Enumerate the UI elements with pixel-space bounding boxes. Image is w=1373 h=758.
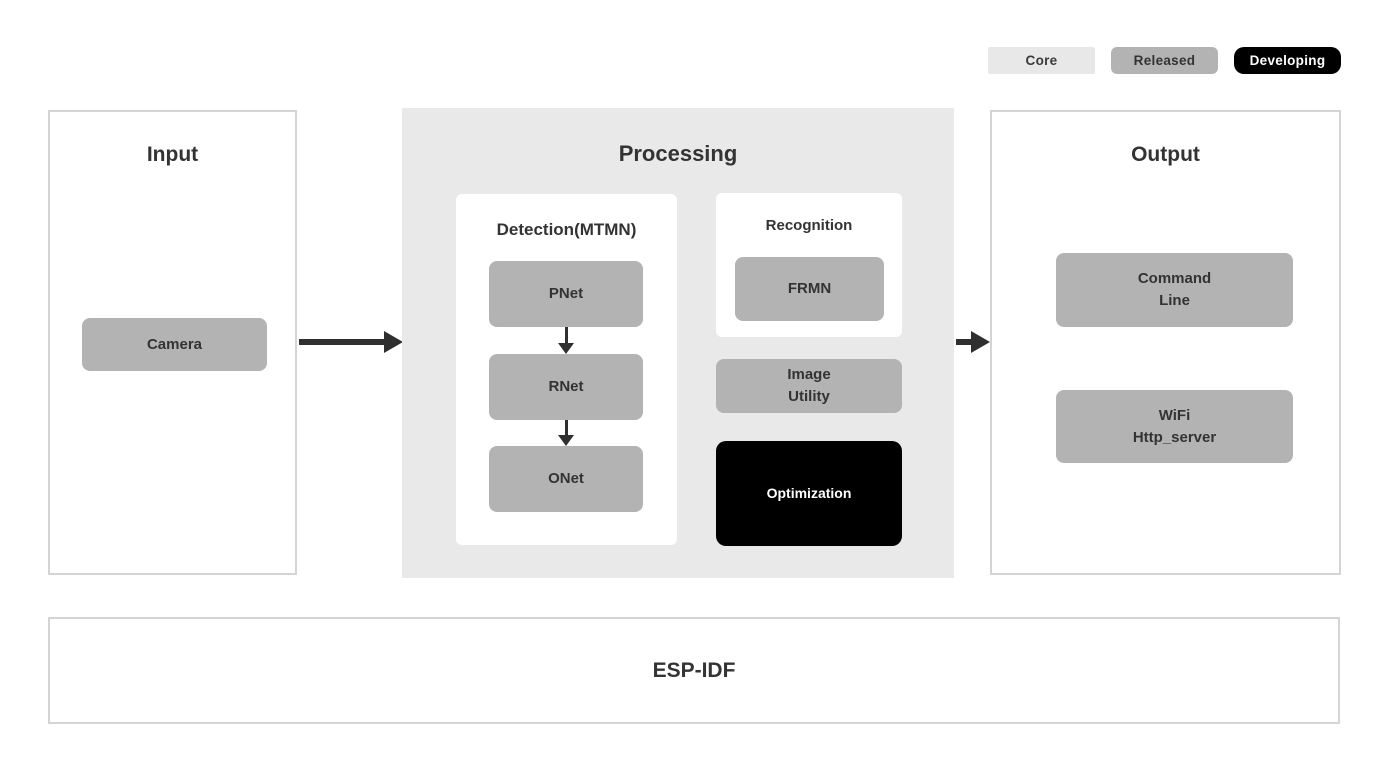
- camera-node-label: Camera: [146, 335, 203, 353]
- command-line-label-line1: Command: [1137, 270, 1212, 288]
- wifi-label-line2: Http_server: [1132, 428, 1217, 446]
- image-utility-node: Image Utility: [716, 359, 902, 413]
- input-panel: Input Camera: [48, 110, 297, 575]
- arrow-shaft: [564, 420, 568, 436]
- recognition-group-title: Recognition: [765, 217, 853, 234]
- arrow-rnet-to-onet-icon: [558, 420, 574, 446]
- output-panel: Output Command Line WiFi Http_server: [990, 110, 1341, 575]
- rnet-node: RNet: [489, 354, 643, 420]
- wifi-label-line1: WiFi: [1158, 406, 1191, 424]
- arrow-head: [384, 331, 403, 353]
- arrow-shaft: [299, 339, 385, 345]
- output-panel-title: Output: [1131, 143, 1200, 166]
- arrow-shaft: [956, 339, 973, 345]
- arrow-shaft: [564, 327, 568, 344]
- frmn-node-label: FRMN: [787, 280, 832, 298]
- legend-developing-chip: Developing: [1234, 47, 1341, 74]
- legend-released-label: Released: [1133, 53, 1196, 68]
- detection-group: Detection(MTMN) PNet RNet ONet: [456, 194, 677, 545]
- legend: Core Released Developing: [988, 47, 1341, 74]
- wifi-http-server-node: WiFi Http_server: [1056, 390, 1293, 463]
- arrow-processing-to-output-icon: [956, 331, 990, 353]
- legend-core-label: Core: [1025, 53, 1058, 68]
- processing-panel: Processing Detection(MTMN) PNet RNet ONe…: [402, 108, 954, 578]
- arrow-input-to-processing-icon: [299, 331, 403, 353]
- pnet-node-label: PNet: [548, 285, 584, 303]
- optimization-node-label: Optimization: [766, 485, 852, 502]
- arrow-head: [558, 343, 574, 354]
- rnet-node-label: RNet: [548, 378, 584, 396]
- legend-core-chip: Core: [988, 47, 1095, 74]
- legend-developing-label: Developing: [1249, 53, 1326, 68]
- command-line-label-line2: Line: [1159, 292, 1190, 309]
- optimization-node: Optimization: [716, 441, 902, 546]
- image-utility-label-line2: Utility: [788, 388, 830, 405]
- input-panel-title: Input: [146, 143, 199, 166]
- legend-released-chip: Released: [1111, 47, 1218, 74]
- arrow-head: [558, 435, 574, 446]
- pnet-node: PNet: [489, 261, 643, 327]
- arrow-pnet-to-rnet-icon: [558, 327, 574, 354]
- onet-node-label: ONet: [548, 470, 584, 488]
- detection-group-title: Detection(MTMN): [496, 220, 637, 239]
- image-utility-label-line1: Image: [787, 366, 831, 384]
- camera-node: Camera: [82, 318, 267, 371]
- recognition-group: Recognition FRMN: [716, 193, 902, 337]
- espidf-panel-title: ESP-IDF: [652, 658, 736, 682]
- frmn-node: FRMN: [735, 257, 884, 321]
- arrow-head: [971, 331, 990, 353]
- processing-panel-title: Processing: [618, 141, 738, 166]
- espidf-panel: ESP-IDF: [48, 617, 1340, 724]
- command-line-node: Command Line: [1056, 253, 1293, 327]
- onet-node: ONet: [489, 446, 643, 512]
